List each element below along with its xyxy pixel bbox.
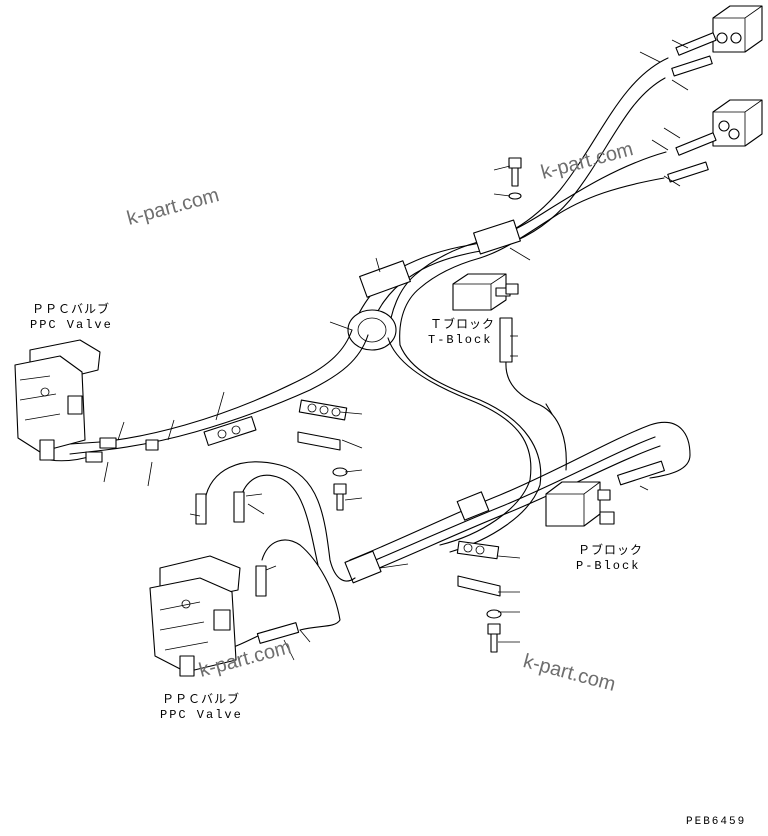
upper-right-valve-top	[712, 5, 763, 53]
bolt-top	[508, 157, 522, 200]
ppc-valve-bottom-label-jp: ＰＰＣバルブ	[162, 692, 241, 706]
bundle-clamp-lower	[344, 491, 490, 584]
leader-lines	[103, 39, 689, 661]
ppc-valve-bottom	[149, 555, 241, 677]
upper-right-valve-bottom	[712, 99, 763, 147]
ppc-valve-top	[14, 339, 101, 461]
t-block	[452, 273, 519, 311]
drawing-code: PEB6459	[686, 816, 747, 828]
hoses-lower-long	[349, 337, 691, 579]
fittings-left	[85, 437, 159, 463]
t-block-label-jp: Ｔブロック	[430, 317, 496, 331]
ppc-valve-top-label-en: PPC Valve	[30, 318, 113, 332]
t-block-label-en: T-Block	[428, 333, 493, 347]
ppc-valve-top-label-jp: ＰＰＣバルブ	[32, 302, 111, 316]
clamp-left	[203, 416, 257, 446]
hose-bundle-upper	[351, 57, 669, 346]
hose-t-block-down	[499, 317, 567, 471]
ppc-valve-bottom-label-en: PPC Valve	[160, 708, 243, 722]
p-block-label-jp: Ｐブロック	[578, 543, 644, 557]
fittings-lower-left	[195, 491, 300, 644]
clamp-set-middle	[297, 399, 348, 511]
p-block-label-en: P-Block	[576, 559, 641, 573]
fittings-top-right	[667, 32, 717, 183]
p-block-fitting	[617, 460, 665, 486]
p-block	[545, 481, 615, 527]
bundle-clamp-upper	[347, 219, 521, 351]
clamp-set-lower	[456, 540, 502, 653]
